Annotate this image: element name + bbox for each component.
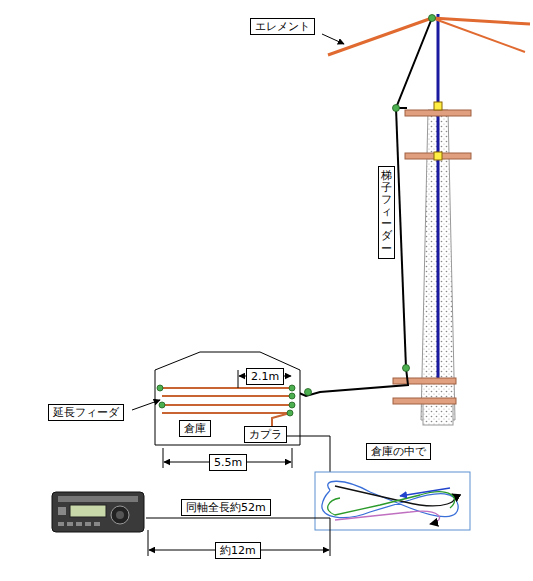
label-text: 倉庫の中で	[371, 445, 426, 458]
dimension-tick	[148, 530, 149, 556]
label-text: 倉庫	[184, 422, 206, 435]
leader-line	[322, 34, 344, 44]
insulators	[434, 102, 442, 160]
coax-line	[146, 518, 330, 519]
label-text: 梯子フィーダー	[381, 170, 392, 255]
coupler-box: カプラ	[244, 426, 287, 443]
dimension-label: 2.1m	[246, 368, 284, 385]
dimension-label: 5.5m	[209, 454, 247, 471]
label-text: 同軸全長約52m	[186, 501, 266, 514]
coax-coil	[322, 481, 458, 524]
dimension-tick	[238, 370, 239, 388]
label-text: 2.1m	[251, 370, 279, 383]
callout-box: エレメント	[250, 18, 315, 35]
junction-dots	[157, 15, 436, 417]
inset-frame	[315, 472, 470, 530]
coax-line	[286, 436, 330, 472]
dimension-tick	[330, 530, 331, 556]
callout-box: 延長フィーダ	[48, 404, 124, 421]
coax-line	[330, 518, 331, 530]
label-text: カプラ	[249, 428, 282, 441]
warehouse-outline	[155, 352, 300, 445]
dimension-tick	[163, 448, 164, 468]
inset-title: 倉庫の中で	[366, 443, 431, 460]
mast	[437, 14, 440, 380]
dimension-label: 約12m	[215, 542, 261, 559]
label-text: 5.5m	[214, 456, 242, 469]
transceiver	[52, 492, 144, 532]
room-label: 倉庫	[179, 420, 211, 437]
label-text: エレメント	[255, 20, 310, 33]
label-text: 約12m	[220, 544, 256, 557]
ladder-feeder	[396, 108, 406, 368]
callout-box: 梯子フィーダー	[378, 166, 395, 259]
ladder-feeder	[292, 368, 408, 396]
ladder-feeder	[396, 18, 432, 108]
dimension-tick	[292, 448, 293, 468]
label-text: 延長フィーダ	[53, 406, 119, 419]
cable-label: 同軸全長約52m	[181, 499, 271, 516]
leader-line	[132, 400, 160, 410]
